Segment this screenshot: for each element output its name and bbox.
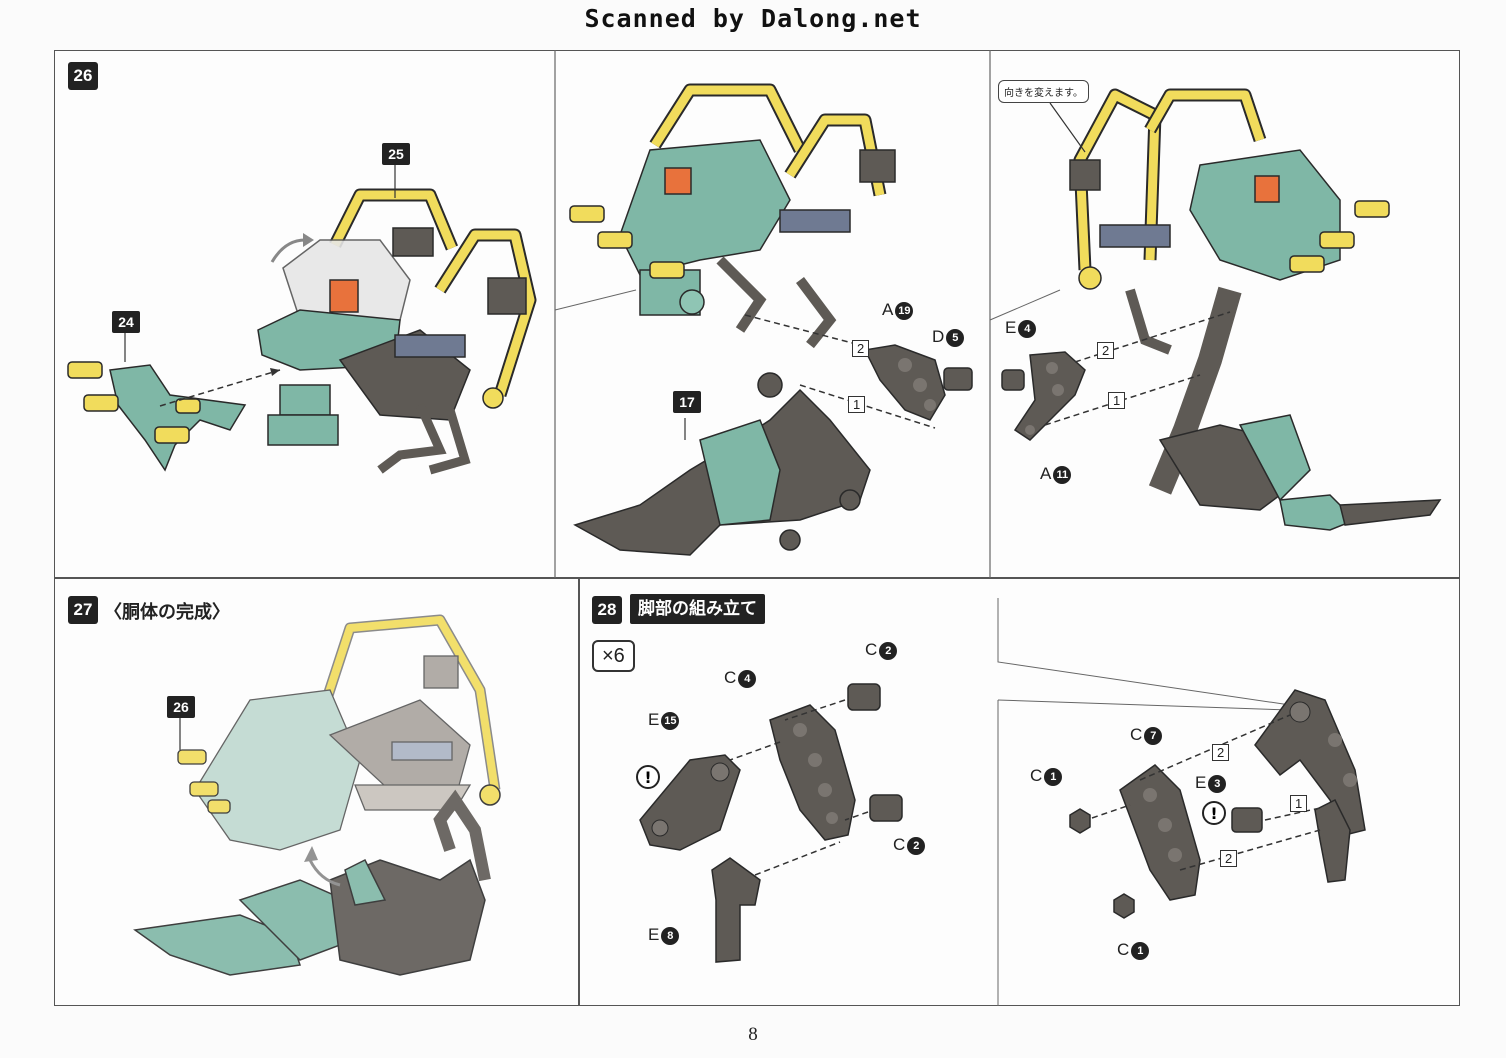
part-tag-17: 17 bbox=[673, 391, 701, 413]
part-c4-illustration bbox=[769, 704, 856, 841]
mech-body-illustration-3 bbox=[1069, 88, 1442, 531]
step27-number: 27 bbox=[68, 596, 98, 624]
part-17-illustration bbox=[573, 372, 871, 556]
seq-label: 1 bbox=[1290, 795, 1308, 812]
part-c7-illustration bbox=[1119, 764, 1201, 901]
assembled-leg-illustration bbox=[1254, 689, 1366, 883]
part-c2-bottom-illustration bbox=[869, 794, 903, 822]
part-tag-26: 26 bbox=[167, 696, 195, 718]
part-a11-illustration bbox=[1001, 351, 1086, 441]
mech-body-illustration-2 bbox=[569, 83, 896, 349]
mech-body-illustration-1 bbox=[257, 188, 537, 475]
seq-label: 1 bbox=[848, 396, 866, 413]
seq-label: 2 bbox=[852, 340, 870, 357]
rotate-note: 向きを変えます。 bbox=[998, 80, 1089, 103]
page-number: 8 bbox=[748, 1024, 758, 1045]
step27-title: 〈胴体の完成〉 bbox=[104, 602, 230, 623]
part-e15-illustration bbox=[639, 754, 741, 851]
part-c1-illustration bbox=[1069, 808, 1135, 919]
part-e8-illustration bbox=[711, 857, 761, 963]
watermark-text: Scanned by Dalong.net bbox=[584, 4, 922, 33]
seq-label: 2 bbox=[1212, 744, 1230, 761]
part-tag-24: 24 bbox=[112, 311, 140, 333]
seq-label: 1 bbox=[1108, 392, 1126, 409]
part-a19-illustration bbox=[863, 344, 973, 421]
part-24-illustration bbox=[67, 361, 247, 472]
part-c2-top-illustration bbox=[847, 683, 881, 711]
step28-title: 脚部の組み立て bbox=[630, 594, 765, 624]
warning-icon: ! bbox=[1202, 801, 1226, 825]
multiplier-badge: ×6 bbox=[592, 640, 635, 672]
seq-label: 2 bbox=[1220, 850, 1238, 867]
part-e3-illustration bbox=[1231, 807, 1263, 833]
step26-number: 26 bbox=[68, 62, 98, 90]
seq-label: 2 bbox=[1097, 342, 1115, 359]
warning-icon: ! bbox=[636, 765, 660, 789]
part-tag-25: 25 bbox=[382, 143, 410, 165]
completed-torso-illustration bbox=[133, 614, 501, 976]
step28-number: 28 bbox=[592, 596, 622, 624]
